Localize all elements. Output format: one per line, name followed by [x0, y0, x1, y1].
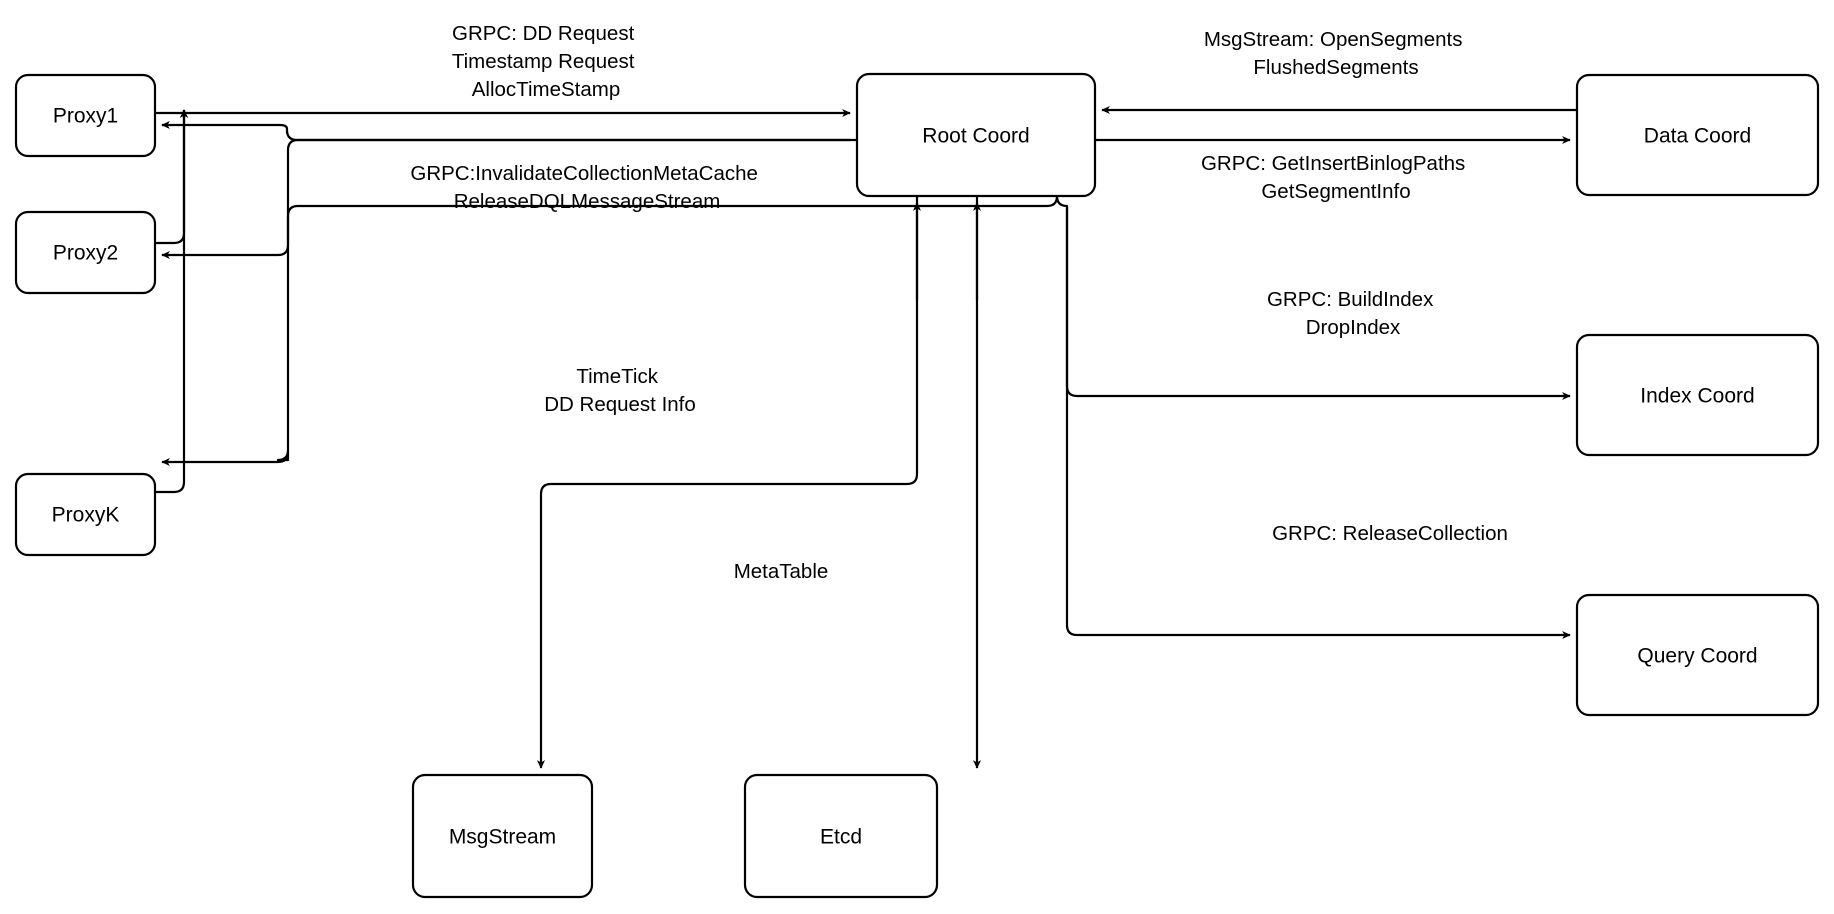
node-rootcoord-box[interactable]: [855, 72, 1097, 198]
node-proxy1-label: Proxy1: [53, 105, 118, 128]
edge-label-proxy-to-root: GRPC: DD Request Timestamp Request Alloc…: [452, 22, 640, 101]
node-indexcoord-box[interactable]: [1575, 333, 1820, 457]
node-indexcoord[interactable]: Index Coord: [1575, 333, 1820, 457]
node-proxy1[interactable]: Proxy1: [14, 73, 157, 158]
node-proxyk[interactable]: ProxyK: [14, 472, 157, 557]
node-proxy2-label: Proxy2: [53, 242, 118, 265]
edge-label-line: GRPC: ReleaseCollection: [1272, 522, 1508, 545]
edge-label-line: TimeTick: [576, 365, 658, 388]
edge-label-line: GRPC: GetInsertBinlogPaths: [1201, 152, 1465, 175]
edge-label-root-to-msgstream: TimeTick DD Request Info: [544, 365, 696, 416]
node-querycoord-box[interactable]: [1575, 593, 1820, 717]
node-proxyk-box[interactable]: [14, 472, 157, 557]
node-querycoord[interactable]: Query Coord: [1575, 593, 1820, 717]
node-querycoord-label: Query Coord: [1637, 645, 1757, 668]
edge-label-datacoord-to-root: MsgStream: OpenSegments FlushedSegments: [1204, 28, 1468, 79]
edge-proxyk-to-rootcoord: [155, 109, 189, 494]
node-proxy2-box[interactable]: [14, 210, 157, 295]
nodes-layer: Proxy1 Proxy2 ProxyK Root Coord Data Coo…: [14, 72, 1820, 899]
edge-labels-layer: GRPC: DD Request Timestamp Request Alloc…: [410, 22, 1508, 583]
node-rootcoord[interactable]: Root Coord: [855, 72, 1097, 198]
edge-label-line: DD Request Info: [544, 393, 696, 416]
edges-layer: [155, 105, 1577, 769]
node-indexcoord-label: Index Coord: [1640, 385, 1754, 408]
edge-label-line: MetaTable: [734, 560, 829, 583]
node-etcd-label: Etcd: [820, 826, 862, 849]
node-rootcoord-label: Root Coord: [922, 125, 1029, 148]
edge-label-line: GRPC: BuildIndex: [1267, 288, 1434, 311]
edge-rootcoord-to-querycoord: [1065, 206, 1571, 640]
edge-label-line: GRPC:InvalidateCollectionMetaCache: [410, 162, 758, 185]
edge-rootcoord-to-proxyk: [161, 195, 1059, 467]
edge-label-line: GRPC: DD Request: [452, 22, 635, 45]
node-msgstream-box[interactable]: [411, 773, 594, 899]
node-msgstream[interactable]: MsgStream: [411, 773, 594, 899]
node-datacoord[interactable]: Data Coord: [1575, 73, 1820, 197]
edge-rootcoord-to-proxy1: [161, 120, 850, 142]
node-datacoord-box[interactable]: [1575, 73, 1820, 197]
edge-label-line: AllocTimeStamp: [472, 78, 620, 101]
node-msgstream-label: MsgStream: [449, 826, 556, 849]
edge-label-line: MsgStream: OpenSegments: [1204, 28, 1463, 51]
edge-label-root-to-datacoord: GRPC: GetInsertBinlogPaths GetSegmentInf…: [1201, 152, 1471, 203]
node-etcd[interactable]: Etcd: [743, 773, 939, 899]
edge-label-line: ReleaseDQLMessageStream: [454, 190, 721, 213]
node-proxyk-label: ProxyK: [52, 504, 120, 527]
edge-label-root-to-proxy: GRPC:InvalidateCollectionMetaCache Relea…: [410, 162, 763, 213]
edge-label-root-to-indexcoord: GRPC: BuildIndex DropIndex: [1267, 288, 1439, 339]
edge-label-line: DropIndex: [1306, 316, 1401, 339]
edge-label-root-to-querycoord: GRPC: ReleaseCollection: [1272, 522, 1508, 545]
edge-rootcoord-to-proxy2: [161, 138, 857, 260]
node-datacoord-label: Data Coord: [1644, 125, 1751, 148]
edge-label-line: GetSegmentInfo: [1261, 180, 1410, 203]
edge-label-root-to-etcd: MetaTable: [734, 560, 829, 583]
edge-rootcoord-to-msgstream: [536, 196, 919, 769]
edge-proxy2-to-rootcoord: [155, 109, 189, 245]
node-etcd-box[interactable]: [743, 773, 939, 899]
edge-label-line: FlushedSegments: [1253, 56, 1418, 79]
node-proxy2[interactable]: Proxy2: [14, 210, 157, 295]
node-proxy1-box[interactable]: [14, 73, 157, 158]
edge-label-line: Timestamp Request: [452, 50, 635, 73]
